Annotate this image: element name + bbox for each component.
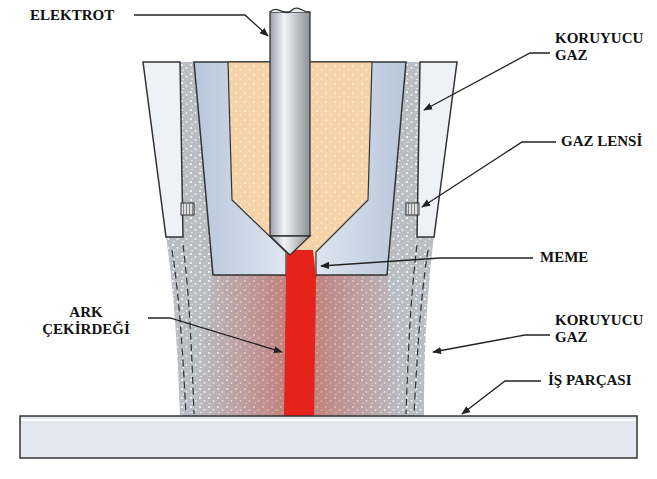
part-label: İŞ PARÇASI xyxy=(548,372,653,389)
part-label: KORUYUCU GAZ xyxy=(555,30,653,65)
part-label: GAZ LENSİ xyxy=(561,133,653,150)
part-label: ELEKTROT xyxy=(30,7,140,24)
part-label: ARK ÇEKİRDEĞİ xyxy=(30,304,142,339)
part-label: KORUYUCU GAZ xyxy=(555,312,653,347)
part-label: MEME xyxy=(540,249,640,266)
